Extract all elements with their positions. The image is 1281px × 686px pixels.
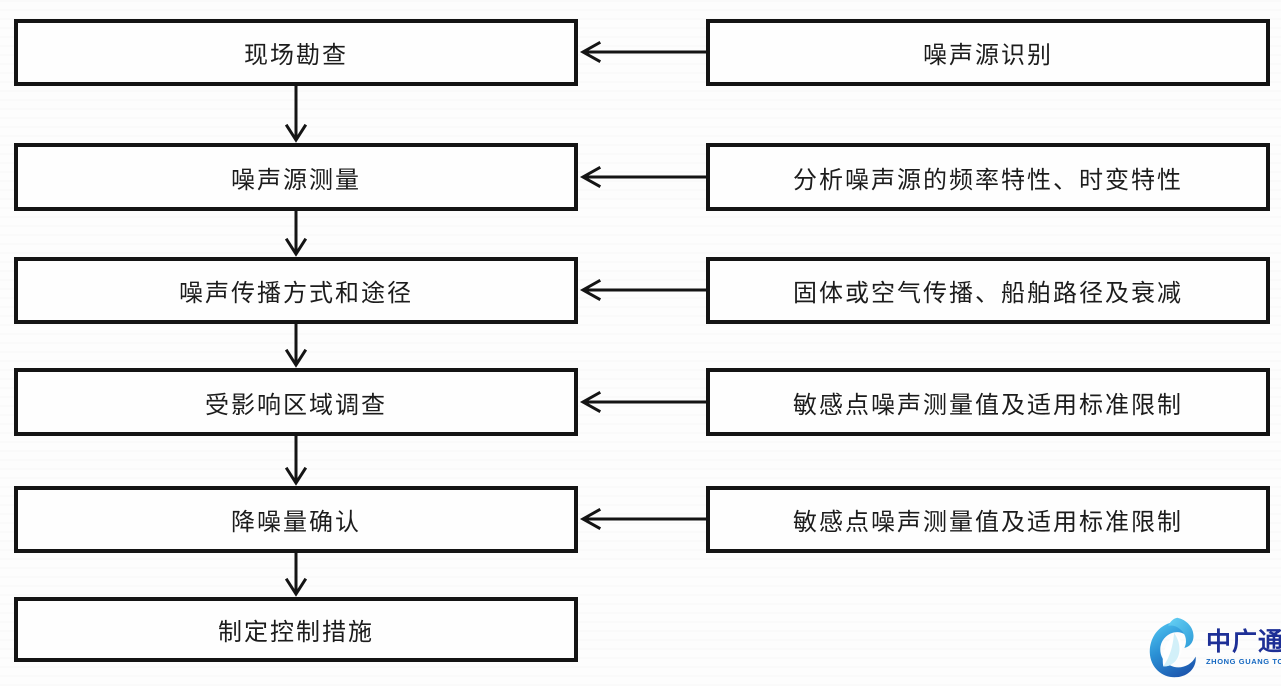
arrow-down-1	[284, 84, 308, 143]
flow-step-label: 制定控制措施	[218, 620, 374, 646]
arrow-down-3	[284, 322, 308, 368]
flow-step-propagation-mode-path: 噪声传播方式和途径	[14, 257, 578, 324]
flow-step-noise-source-measure: 噪声源测量	[14, 143, 578, 211]
flow-note-sensitive-point-limits-2: 敏感点噪声测量值及适用标准限制	[706, 486, 1270, 553]
arrow-down-5	[284, 551, 308, 597]
flow-step-noise-reduction-confirm: 降噪量确认	[14, 486, 578, 553]
flow-step-label: 现场勘查	[244, 43, 348, 69]
flow-note-label: 分析噪声源的频率特性、时变特性	[793, 167, 1183, 194]
flow-step-control-measures: 制定控制措施	[14, 597, 578, 662]
logo-swirl-icon	[1149, 617, 1196, 678]
flow-note-label: 噪声源识别	[923, 43, 1053, 69]
flow-step-label: 噪声源测量	[231, 167, 361, 194]
company-logo: 中广通 ZHONG GUANG TONG	[1146, 613, 1281, 683]
flow-step-site-survey: 现场勘查	[14, 19, 578, 86]
arrow-left-3	[579, 278, 708, 302]
flow-step-label: 噪声传播方式和途径	[179, 281, 413, 307]
flow-step-affected-area-survey: 受影响区域调查	[14, 368, 578, 436]
arrow-left-1	[579, 40, 708, 64]
logo-name: 中广通	[1206, 628, 1281, 657]
flow-step-label: 受影响区域调查	[205, 392, 387, 419]
logo-text: 中广通 ZHONG GUANG TONG	[1206, 630, 1281, 666]
flow-note-noise-source-identification: 噪声源识别	[706, 19, 1270, 86]
flow-note-label: 敏感点噪声测量值及适用标准限制	[793, 392, 1183, 419]
flow-note-solid-air-transmission: 固体或空气传播、船舶路径及衰减	[706, 257, 1270, 324]
flow-note-label: 固体或空气传播、船舶路径及衰减	[793, 281, 1183, 307]
arrow-down-4	[284, 434, 308, 486]
logo-subtext: ZHONG GUANG TONG	[1206, 657, 1281, 667]
arrow-left-5	[579, 507, 708, 531]
flow-step-label: 降噪量确认	[231, 510, 361, 536]
flow-note-sensitive-point-limits-1: 敏感点噪声测量值及适用标准限制	[706, 368, 1270, 436]
arrow-left-4	[579, 390, 708, 414]
arrow-left-2	[579, 165, 708, 189]
arrow-down-2	[284, 209, 308, 257]
flow-note-frequency-time-characteristics: 分析噪声源的频率特性、时变特性	[706, 143, 1270, 211]
flow-note-label: 敏感点噪声测量值及适用标准限制	[793, 510, 1183, 536]
